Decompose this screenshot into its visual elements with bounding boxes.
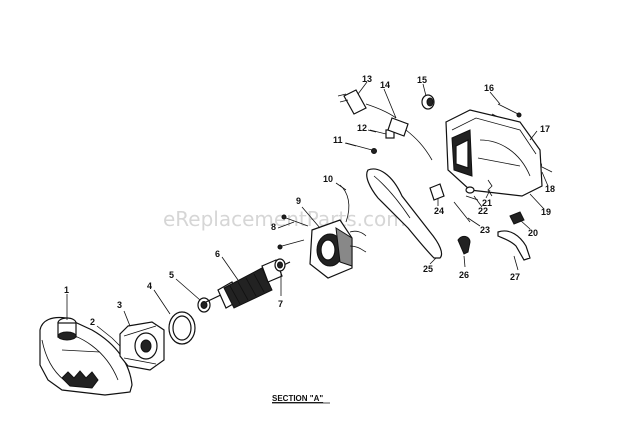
callout-leaders	[66, 81, 549, 339]
callout-16: 16	[484, 83, 494, 93]
callout-11: 11	[333, 135, 343, 145]
part-13-plug	[337, 89, 397, 119]
part-3-housing	[119, 321, 165, 371]
part-4-ring	[168, 311, 196, 345]
section-title: SECTION "A"	[272, 394, 323, 403]
part-25-handle	[366, 168, 443, 259]
callout-4: 4	[147, 281, 152, 291]
callout-2: 2	[90, 317, 95, 327]
callout-17: 17	[540, 124, 550, 134]
callout-1: 1	[64, 285, 69, 295]
callout-19: 19	[541, 207, 551, 217]
callout-15: 15	[417, 75, 427, 85]
callout-14: 14	[380, 80, 390, 90]
callout-13: 13	[362, 74, 372, 84]
callout-18: 18	[545, 184, 555, 194]
callout-25: 25	[423, 264, 433, 274]
part-1-lower-guard	[39, 316, 133, 396]
callout-22: 22	[478, 206, 488, 216]
callout-20: 20	[528, 228, 538, 238]
part-21-spring	[487, 179, 493, 197]
callout-24: 24	[434, 206, 444, 216]
callout-8: 8	[271, 222, 276, 232]
callout-12: 12	[357, 123, 367, 133]
part-14-cord-protector	[387, 117, 433, 161]
callout-21: 21	[482, 198, 492, 208]
callout-3: 3	[117, 300, 122, 310]
callout-26: 26	[459, 270, 469, 280]
part-26-trigger	[457, 235, 471, 255]
part-15-cap	[421, 94, 435, 110]
callout-10: 10	[323, 174, 333, 184]
part-8-screws	[277, 214, 309, 250]
callout-5: 5	[169, 270, 174, 280]
part-23-pin	[453, 201, 471, 223]
part-9-field	[309, 219, 367, 279]
part-7-bearing	[274, 258, 286, 272]
part-20-switch-button	[509, 211, 525, 225]
part-24-switch	[429, 183, 445, 201]
part-6-armature	[205, 259, 291, 309]
callout-27: 27	[510, 272, 520, 282]
callout-9: 9	[296, 196, 301, 206]
part-27-handle-cover	[497, 230, 531, 261]
callout-labels: 1 2 3 4 5 6 7 8 9 10 11 12 13 14 15 16 1…	[64, 74, 555, 327]
callout-23: 23	[480, 225, 490, 235]
part-5-bearing	[197, 297, 211, 313]
callout-6: 6	[215, 249, 220, 259]
part-19-motor-housing	[445, 109, 543, 197]
callout-7: 7	[278, 299, 283, 309]
